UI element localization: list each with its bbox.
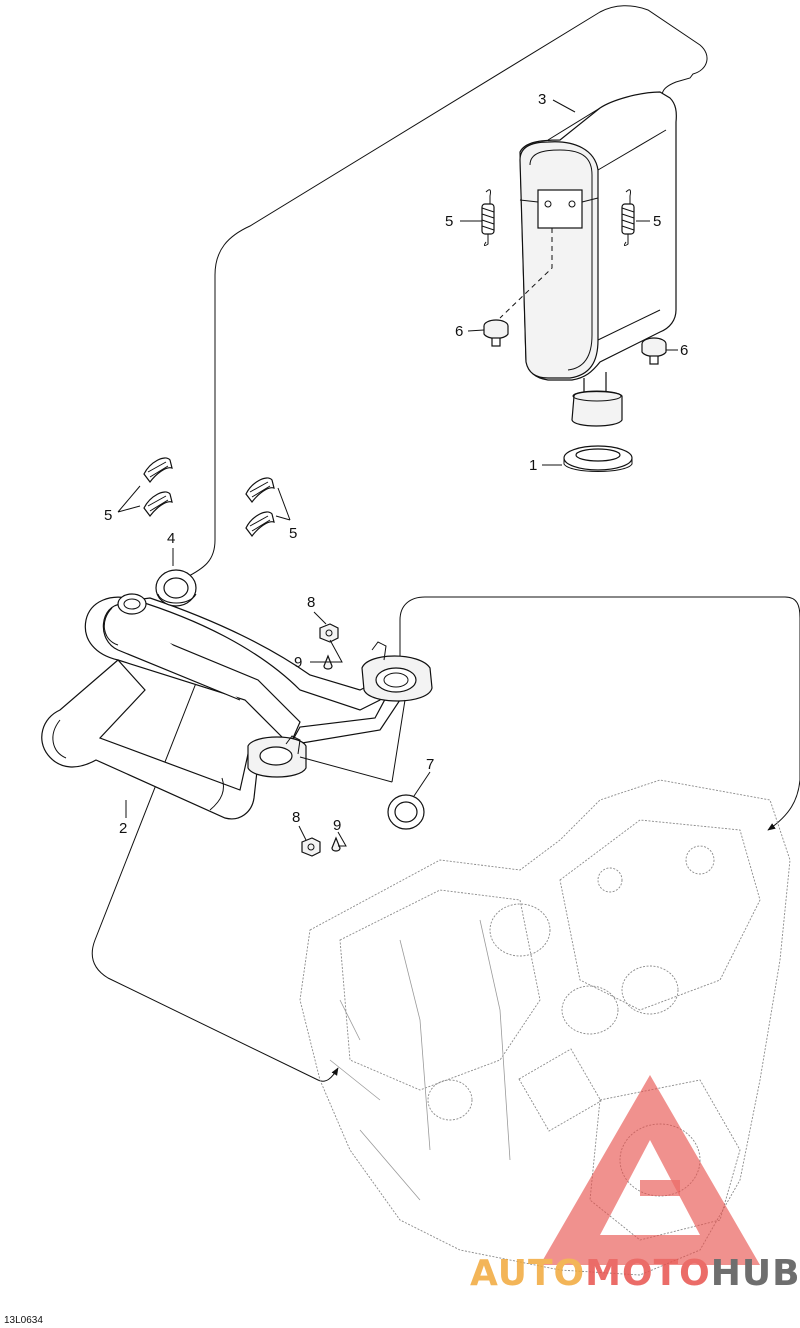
exhaust-pipe xyxy=(41,593,433,820)
callout-5-upper-left: 5 xyxy=(445,213,453,230)
callout-6-left: 6 xyxy=(455,323,463,340)
callout-2: 2 xyxy=(119,820,127,837)
spring-upper-left xyxy=(481,189,495,247)
spring-upper-right xyxy=(621,189,635,247)
callout-9-lower: 9 xyxy=(333,817,341,834)
leader-8-lower xyxy=(298,825,307,841)
gasket-pipe-inlet xyxy=(155,569,197,607)
drawing-reference: 13L0634 xyxy=(4,1315,43,1326)
spring-pipe-lower-left xyxy=(143,491,173,517)
callout-9-upper: 9 xyxy=(294,654,302,671)
callout-5-right: 5 xyxy=(289,525,297,542)
leader-5-right xyxy=(275,487,291,521)
stud-lower xyxy=(331,836,341,852)
spring-pipe-lower-right xyxy=(245,511,275,537)
callout-1: 1 xyxy=(529,457,537,474)
nut-upper xyxy=(319,623,339,643)
gasket-ring xyxy=(563,445,633,472)
watermark-word: AUTOMOTOHUB xyxy=(470,1253,800,1294)
callout-5-left: 5 xyxy=(104,507,112,524)
watermark-triangle xyxy=(540,1075,760,1265)
gasket-head xyxy=(387,794,425,830)
routing-outline-outlet xyxy=(399,596,800,831)
leader-3 xyxy=(552,99,576,113)
leader-8-upper xyxy=(313,611,327,625)
rubber-bumper-right xyxy=(641,337,667,365)
callout-8-upper: 8 xyxy=(307,594,315,611)
callout-6-right: 6 xyxy=(680,342,688,359)
callout-8-lower: 8 xyxy=(292,809,300,826)
leader-7 xyxy=(413,771,431,797)
rubber-bumper-left xyxy=(483,319,509,347)
routing-outline-muffler xyxy=(184,5,708,579)
callout-5-upper-right: 5 xyxy=(653,213,661,230)
callout-3: 3 xyxy=(538,91,546,108)
leader-9-upper xyxy=(310,639,343,663)
watermark-logo: AUTOMOTOHUB xyxy=(470,1075,800,1294)
nut-lower xyxy=(301,837,321,857)
callout-7: 7 xyxy=(426,756,434,773)
leader-9-lower xyxy=(337,831,347,847)
leader-6-left xyxy=(467,329,485,332)
muffler xyxy=(499,91,677,427)
leader-5-left xyxy=(117,485,141,513)
spring-pipe-upper-left xyxy=(143,457,173,483)
callout-4: 4 xyxy=(167,530,175,547)
spring-pipe-upper-right xyxy=(245,477,275,503)
